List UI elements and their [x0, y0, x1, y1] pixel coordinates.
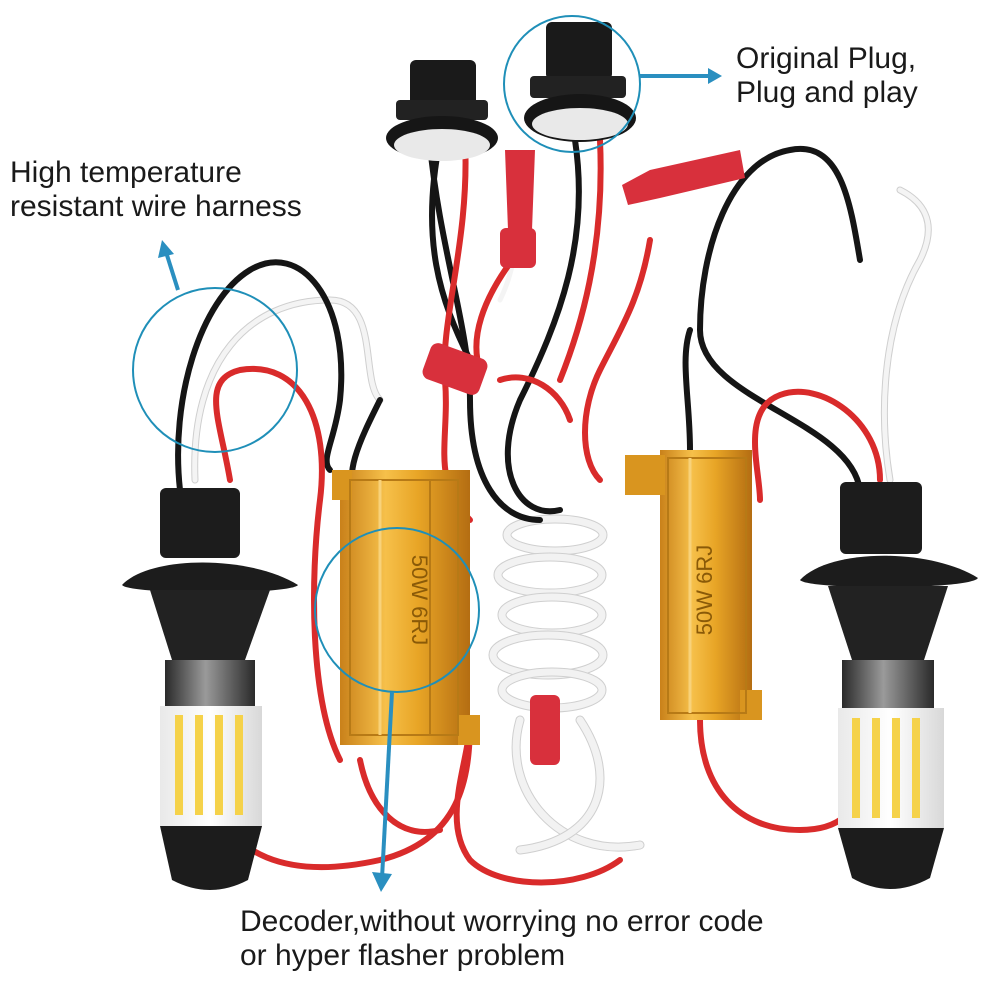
- wiring: [175, 137, 932, 886]
- decoder-callout-circle: [314, 527, 480, 693]
- led-bulb-right: [800, 482, 978, 889]
- black-wires: [175, 137, 863, 523]
- resistor-right: 50W 6RJ: [625, 450, 762, 720]
- led-bulb-left: [122, 488, 298, 890]
- white-wire-coil: [488, 514, 645, 855]
- decoder-line-2: or hyper flasher problem: [240, 939, 566, 972]
- spade-connectors: [422, 150, 745, 765]
- plug-connector-right: [524, 22, 636, 142]
- original-plug-caption: Original Plug, Plug and play: [736, 42, 918, 110]
- original-plug-line-1: Original Plug,: [736, 42, 917, 75]
- arrow-head-icon: [158, 240, 174, 258]
- arrow-head-icon: [708, 68, 722, 84]
- resistor-left: 50W 6RJ: [332, 470, 480, 745]
- wire-harness-caption: High temperature resistant wire harness: [10, 156, 302, 224]
- wire-harness-line-2: resistant wire harness: [10, 190, 302, 223]
- resistor-left-label: 50W 6RJ: [407, 555, 432, 645]
- wire-harness-line-1: High temperature: [10, 156, 242, 189]
- plug-connector-left: [386, 60, 498, 161]
- decoder-line-1: Decoder,without worrying no error code: [240, 905, 764, 938]
- decoder-caption: Decoder,without worrying no error code o…: [240, 905, 764, 973]
- decoder-arrow: [380, 691, 394, 879]
- arrow-head-icon: [372, 872, 392, 892]
- harness-arrow: [164, 251, 180, 291]
- callout-arrows: [158, 68, 722, 892]
- callout-circles: [132, 15, 641, 693]
- resistor-right-label: 50W 6RJ: [692, 545, 717, 635]
- plug-callout-circle: [503, 15, 641, 153]
- harness-callout-circle: [132, 287, 298, 453]
- original-plug-line-2: Plug and play: [736, 76, 918, 109]
